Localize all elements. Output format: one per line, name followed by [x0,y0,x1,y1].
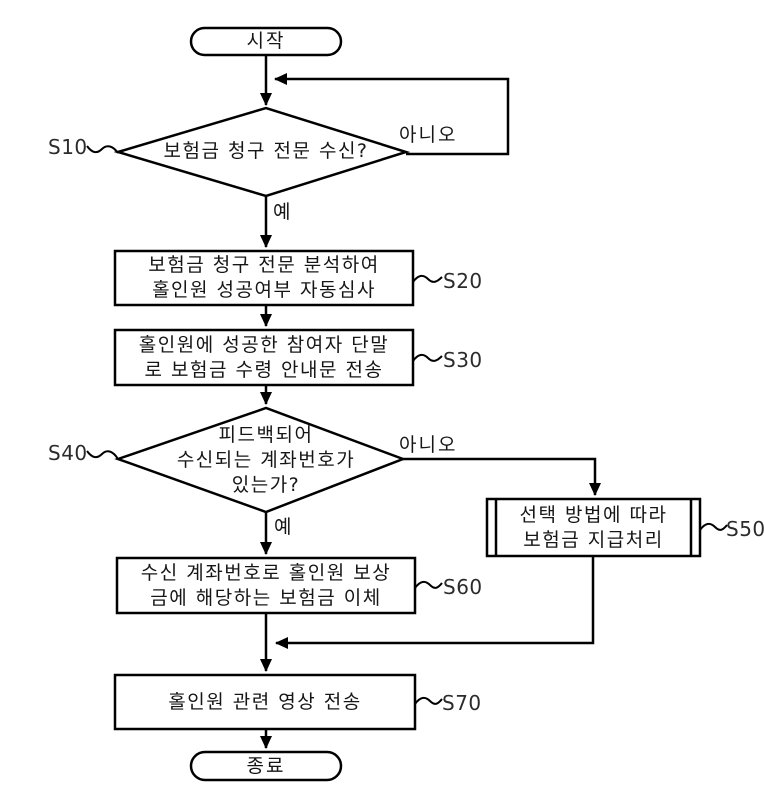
decision-s10-text: 보험금 청구 전문 수신? [163,139,369,162]
squiggle-s10 [86,145,119,154]
decision-s10-shape [113,106,411,198]
squiggle-s50 [699,522,728,531]
connector-s50-to-merge [275,556,595,649]
s30-line-2: 로 보험금 수령 안내문 전송 [144,358,384,381]
s40-line-1: 피드백되어 [218,423,314,446]
step-label-s60: S60 [443,575,483,599]
end-terminal-label: 종료 [246,754,286,777]
squiggle-s40 [86,450,119,460]
squiggle-s70 [414,696,443,705]
branch-label-no-s10: 아니오 [399,124,458,146]
step-label-s50: S50 [726,517,764,541]
process-s70-shape [113,673,417,731]
s20-line-2: 홀인원 성공여부 자동심사 [152,279,376,301]
process-s70-text: 홀인원 관련 영상 전송 [168,690,362,713]
step-label-s10: S10 [48,135,88,159]
s60-line-2: 금에 해당하는 보험금 이체 [150,586,382,609]
squiggle-s20 [412,274,443,283]
step-label-s40: S40 [48,441,88,465]
process-s30-shape [113,328,415,387]
branch-label-yes-s10: 예 [273,201,293,223]
process-s60-text: 수신 계좌번호로 홀인원 보상 금에 해당하는 보험금 이체 [122,559,410,612]
squiggle-s30 [412,353,443,362]
start-terminal-label: 시작 [246,30,286,52]
s50-line-1: 선택 방법에 따라 [519,503,668,526]
branch-label-yes-s40: 예 [274,516,294,538]
process-s20-shape [113,249,415,307]
predefined-process-s50-shape [485,497,702,558]
no-loop-connector [274,73,510,156]
process-s20-text: 보험금 청구 전문 분석하여 홀인원 성공여부 자동심사 [120,252,408,304]
process-s30-text: 홀인원에 성공한 참여자 단말 로 보험금 수령 안내문 전송 [120,331,408,384]
decision-s40-shape [114,406,407,514]
end-terminal-shape [189,750,343,782]
s20-line-1: 보험금 청구 전문 분석하여 [148,254,380,276]
step-label-s20: S20 [443,269,483,293]
step-label-s30: S30 [443,348,483,372]
start-terminal-shape [189,26,343,57]
s60-line-1: 수신 계좌번호로 홀인원 보상 [140,561,392,584]
process-s60-shape [115,556,417,615]
s40-line-3: 있는가? [231,473,301,496]
branch-label-no-s40: 아니오 [399,434,458,456]
predefined-process-s50-text: 선택 방법에 따라 보험금 지급처리 [497,500,690,555]
no-branch-connector-s40-s50 [403,457,601,496]
squiggle-s60 [414,580,443,589]
decision-s40-text: 피드백되어 수신되는 계좌번호가 있는가? [126,414,406,506]
s50-line-2: 보험금 지급처리 [523,528,664,551]
s30-line-1: 홀인원에 성공한 참여자 단말 [138,333,390,356]
step-label-s70: S70 [442,691,482,715]
s40-line-2: 수신되는 계좌번호가 [176,448,356,471]
